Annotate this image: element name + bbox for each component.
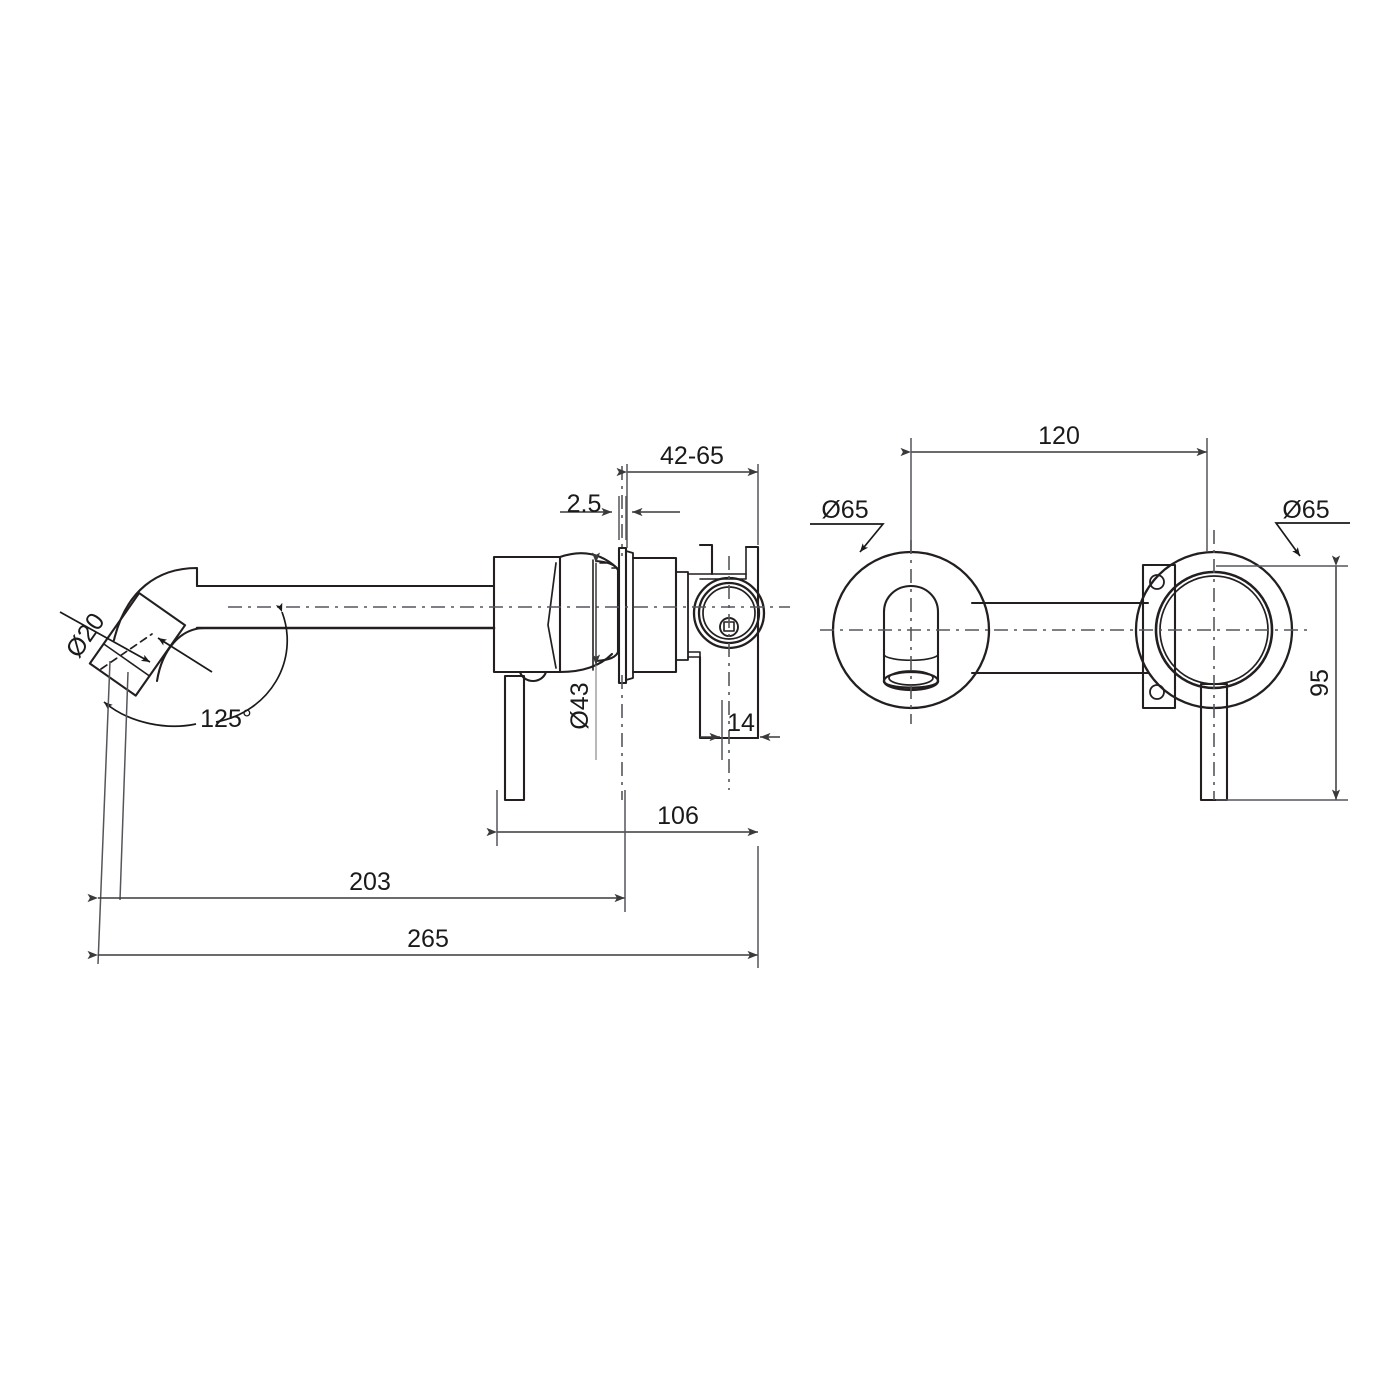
dim-d20-leader2 [157, 637, 213, 673]
valve-plate-right [744, 545, 760, 740]
front-view-dimensions [810, 438, 1350, 801]
cartridge-screw [723, 621, 735, 632]
dim-label-14: 14 [727, 709, 755, 737]
dim-angle-arc-right [215, 602, 288, 723]
dim-label-203: 203 [349, 868, 391, 896]
angle-leg-outer [97, 660, 111, 965]
angle-leg-inner [119, 671, 129, 901]
dim-angle-arc-left [103, 701, 197, 728]
lever-handle [503, 674, 526, 802]
spout-barrel [882, 584, 940, 683]
dim-label-95: 95 [1306, 669, 1334, 697]
dim-label-d65-right: Ø65 [1282, 496, 1329, 524]
dim-d65-right-leader [1274, 522, 1350, 557]
dim-label-d43: Ø43 [566, 682, 594, 729]
body-shoulder-seam [547, 562, 557, 669]
dim-label-d65-left: Ø65 [821, 496, 868, 524]
cover-plate-edge [625, 550, 634, 681]
cover-plate [617, 546, 628, 685]
dim-d65-left-leader [810, 523, 885, 553]
valve-lower-edge [687, 651, 701, 658]
dim-d20-leader [59, 611, 151, 663]
bracket-hole-bottom [1149, 684, 1165, 700]
valve-plate-bottom [698, 655, 760, 740]
sleeve-step [675, 571, 689, 661]
dim-label-125deg: 125° [200, 705, 252, 733]
side-view-geometry [88, 543, 766, 802]
dim-label-265: 265 [407, 925, 449, 953]
wall-sleeve [631, 556, 678, 674]
front-view-centrelines [820, 530, 1310, 800]
lever-knuckle [518, 670, 548, 683]
bracket-hole-top [1149, 574, 1165, 590]
dim-label-106: 106 [657, 802, 699, 830]
spout-elbow-outer [112, 566, 199, 642]
side-view-centrelines [228, 466, 790, 800]
side-view-dimensions [59, 464, 780, 968]
body-shoulder-bottom [558, 652, 614, 674]
dim-label-2p5: 2.5 [567, 490, 602, 518]
spout-bore-hidden [100, 633, 153, 670]
dim-label-42-65: 42-65 [660, 442, 724, 470]
dim-label-120: 120 [1038, 422, 1080, 450]
